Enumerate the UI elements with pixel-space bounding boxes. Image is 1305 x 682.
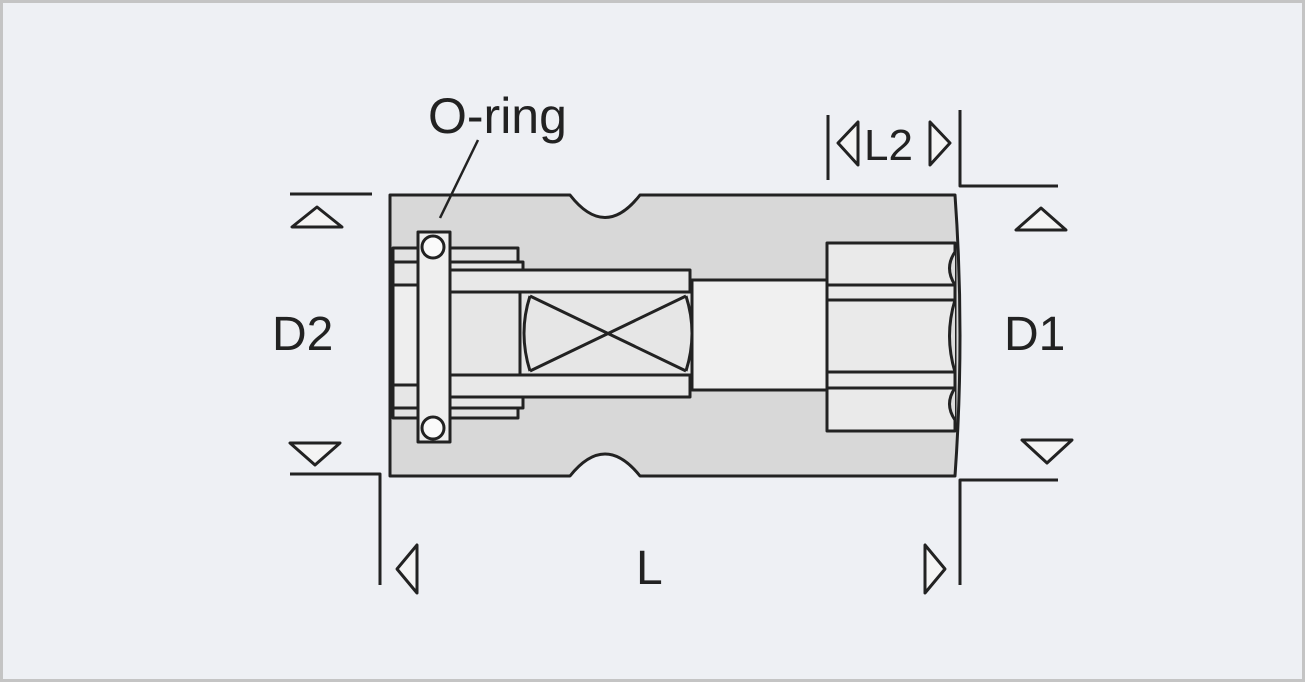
pin-channel-lower: [443, 373, 692, 399]
d2-bottom-arrow: [288, 441, 342, 467]
oring-bottom-circle: [420, 415, 446, 441]
d1-bottom-line: [958, 478, 1058, 585]
l-label: L: [636, 542, 663, 595]
d2-bottom-line: [290, 472, 382, 585]
oring-leader-line: [438, 139, 480, 219]
l2-left-arrow: [836, 120, 860, 167]
oring-label: O-ring: [428, 88, 567, 144]
hex-notch-2: [948, 299, 957, 373]
oring-top-circle: [420, 234, 446, 260]
l-left-arrow: [395, 543, 419, 595]
center-passage: [690, 278, 829, 392]
hex-notch-3: [948, 387, 957, 421]
hex-notch-1: [948, 251, 957, 286]
d2-label: D2: [272, 308, 333, 361]
d1-top-line: [958, 110, 1058, 188]
square-drive-left-curve: [522, 295, 532, 372]
d1-top-arrow: [1014, 206, 1068, 232]
l-right-arrow: [923, 543, 947, 595]
d2-top-arrow: [290, 205, 344, 229]
pin-channel: [443, 268, 692, 294]
hex-socket: [825, 241, 957, 433]
square-drive-cross-2: [529, 294, 687, 373]
d1-label: D1: [1004, 308, 1065, 361]
l2-right-arrow: [928, 120, 952, 167]
oring-pin: [416, 230, 452, 444]
l2-label: L2: [864, 121, 913, 170]
d1-bottom-arrow: [1020, 438, 1074, 465]
